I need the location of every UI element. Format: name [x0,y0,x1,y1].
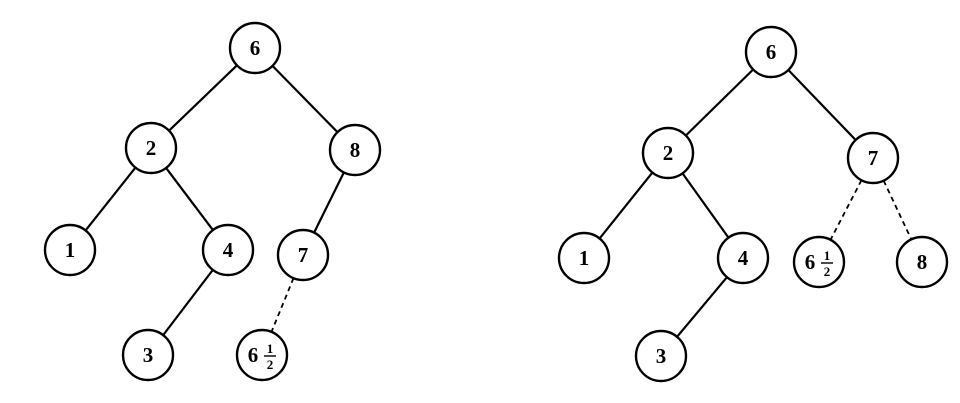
node-circle [235,328,289,382]
node-n8: 8 [895,235,949,289]
node-n4: 4 [201,223,255,277]
edge-n4-n3 [162,269,214,336]
node-label: 2 [146,136,157,160]
edge-n7-n8 [882,180,913,240]
node-circle [744,25,798,79]
node-label: 2 [663,141,674,165]
edge-n6-n7 [787,69,857,141]
fraction-denominator: 2 [824,264,831,279]
edge-n2-n4 [681,172,730,239]
node-circle [43,223,97,277]
node-label: 7 [868,146,879,170]
node-label: 8 [350,138,361,162]
node-label: 7 [298,243,309,267]
edge-n7-n6h [270,277,295,333]
node-n1: 1 [557,231,611,285]
node-circle [792,235,846,289]
node-circle [124,121,178,175]
node-circle [276,228,330,282]
node-label: 1 [65,238,76,262]
node-n2: 2 [124,121,178,175]
node-n2: 2 [641,126,695,180]
node-label: 6 [805,250,816,274]
node-n6: 6 [744,25,798,79]
edge-n4-n3 [676,276,728,338]
node-label: 3 [143,343,154,367]
node-label: 4 [738,246,749,270]
node-n8: 8 [328,123,382,177]
node-n4: 4 [716,231,770,285]
node-circle [895,235,949,289]
node-label: 1 [579,246,590,270]
node-label: 6 [250,36,261,60]
node-n6: 6 [228,21,282,75]
node-circle [641,126,695,180]
node-label: 8 [917,250,928,274]
node-circle [557,231,611,285]
node-n3: 3 [121,328,175,382]
edge-n7-n6h [829,179,863,241]
node-circle [121,328,175,382]
node-label: 4 [223,238,234,262]
node-circle [228,21,282,75]
edge-n6-n2 [168,64,238,132]
fraction-numerator: 1 [824,248,831,263]
node-circle [846,131,900,185]
edge-n6-n8 [271,65,339,133]
node-circle [716,231,770,285]
node-circle [634,329,688,383]
fraction-numerator: 1 [267,341,274,356]
node-circle [328,123,382,177]
node-circle [201,223,255,277]
edge-n8-n7 [313,171,345,234]
node-label: 6 [766,40,777,64]
edge-n2-n1 [598,171,654,240]
node-label: 6 [248,343,259,367]
edge-n2-n1 [84,166,137,232]
edge-n2-n4 [165,167,214,231]
node-n7: 7 [276,228,330,282]
fraction-denominator: 2 [267,357,274,372]
node-label: 3 [656,344,667,368]
node-n3: 3 [634,329,688,383]
node-n7: 7 [846,131,900,185]
edge-n6-n2 [685,68,754,137]
node-n1: 1 [43,223,97,277]
